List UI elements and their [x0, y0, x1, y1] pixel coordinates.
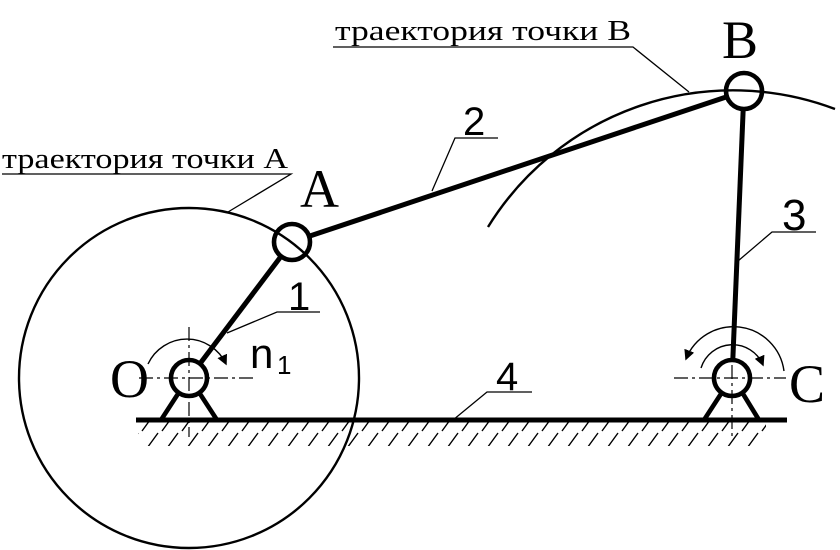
centerline-c — [674, 340, 786, 437]
speed-label-n1: n 1 — [250, 330, 291, 380]
leader-link-4 — [452, 391, 532, 421]
rotation-arrow-c-outer — [684, 326, 785, 372]
joint-a — [271, 221, 313, 263]
rotation-arrow-c-inner — [700, 344, 765, 369]
link-1-crank — [197, 254, 284, 366]
link-number-1: 1 — [288, 275, 310, 319]
centerline-o — [139, 327, 253, 437]
speed-label-subscript: 1 — [277, 350, 291, 380]
point-label-c: C — [789, 354, 825, 414]
joint-o — [168, 357, 210, 399]
leader-link-1 — [226, 311, 320, 334]
point-label-a: A — [300, 159, 339, 219]
joint-b — [723, 70, 765, 112]
support-o — [159, 391, 219, 422]
speed-label-base: n — [250, 330, 273, 377]
link-number-4: 4 — [496, 355, 518, 399]
leader-link-3 — [737, 231, 816, 262]
ground-hatching — [138, 422, 766, 446]
link-number-2: 2 — [463, 100, 485, 144]
link-3-rocker — [730, 108, 746, 361]
point-label-o: O — [110, 349, 149, 409]
point-label-b: B — [722, 10, 758, 70]
leader-link-2 — [431, 137, 498, 192]
leader-trajectory-a — [2, 173, 294, 213]
trajectory-circle-a — [17, 206, 361, 550]
label-trajectory-a: траектория точки А — [2, 143, 288, 175]
link-2-coupler — [308, 94, 728, 239]
trajectory-arc-b — [486, 89, 836, 228]
link-number-3: 3 — [782, 191, 806, 240]
rotation-arrow-o — [147, 338, 227, 366]
joint-c — [711, 357, 753, 399]
support-c — [702, 391, 761, 422]
label-trajectory-b: траектория точки В — [335, 15, 631, 47]
leader-trajectory-b — [333, 46, 690, 93]
